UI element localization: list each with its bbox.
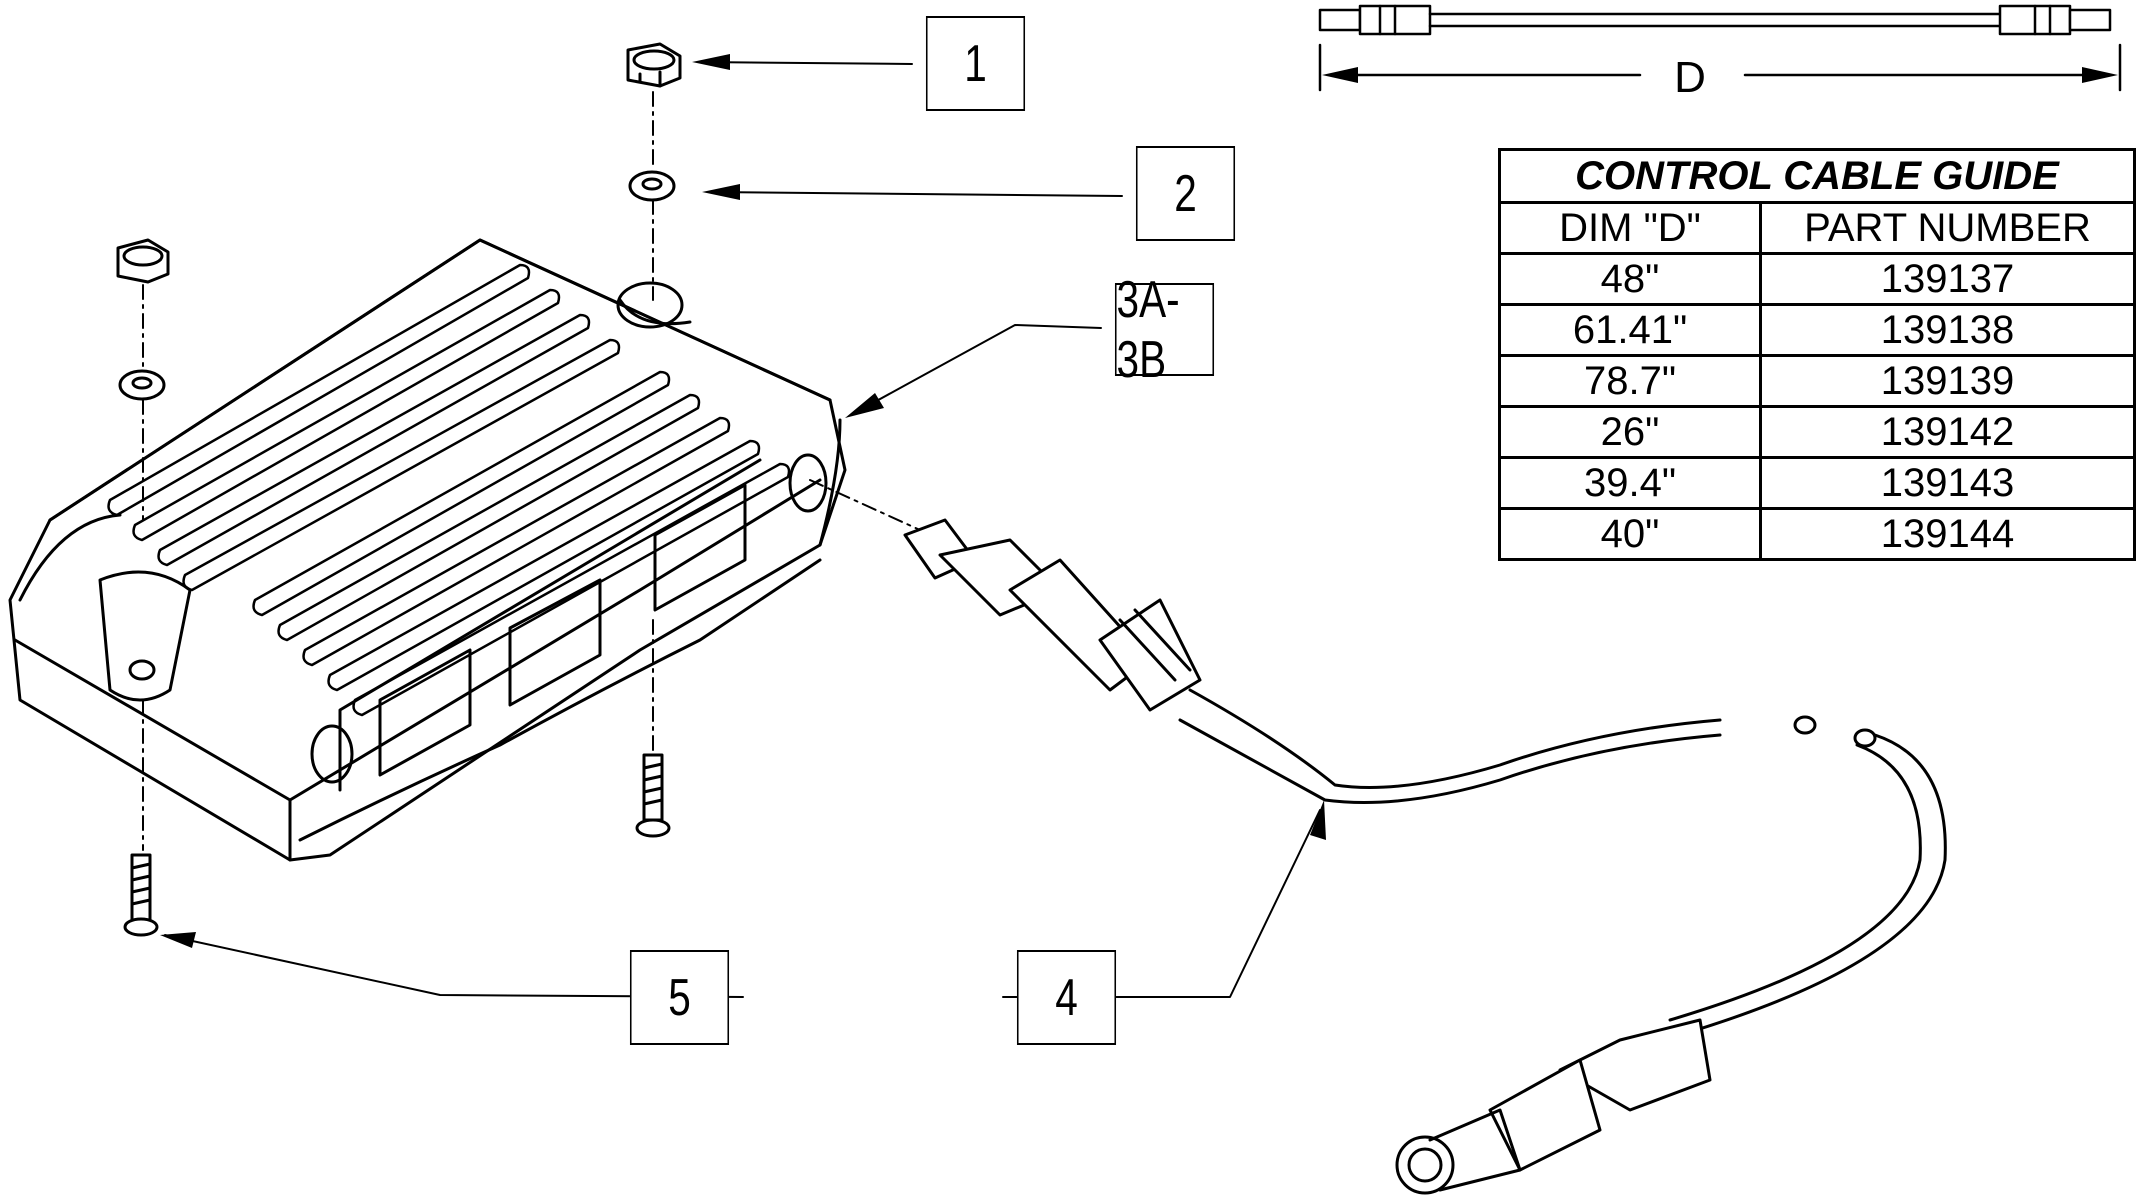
table-row: 48"139137 [1498,252,2136,306]
table-row: 78.7"139139 [1498,354,2136,408]
table-row: 40"139144 [1498,507,2136,561]
screw-item-5 [123,853,159,937]
dimension-arrowheads [1322,67,2118,83]
part-number-cell: 139139 [1759,354,2136,408]
dim-cell: 61.41" [1498,303,1762,357]
callout-1: 1 [925,16,1026,111]
washer-item-2 [628,170,676,202]
part-number-cell: 139137 [1759,252,2136,306]
controller-housing [8,238,847,862]
dim-cell: 26" [1498,405,1762,459]
control-cable-guide-table: CONTROL CABLE GUIDE DIM "D" PART NUMBER … [1498,148,2136,561]
cooling-fins [107,263,791,717]
assembly-center-lines [142,91,921,851]
table-row: 61.41"139138 [1498,303,2136,357]
part-number-cell: 139143 [1759,456,2136,510]
cable-dimension-drawing [1318,4,2122,92]
nut-left [116,238,170,284]
callout-5: 5 [629,950,730,1045]
dim-cell: 39.4" [1498,456,1762,510]
header-dim-d: DIM "D" [1498,201,1762,255]
dim-cell: 78.7" [1498,354,1762,408]
arrowheads [160,54,1326,948]
part-number-cell: 139144 [1759,507,2136,561]
dimension-label-d: D [1674,53,1706,102]
part-number-cell: 139138 [1759,303,2136,357]
table-row: 39.4"139143 [1498,456,2136,510]
cable-connector-bottom [1395,1018,1712,1195]
part-number-cell: 139142 [1759,405,2136,459]
callout-2: 2 [1135,146,1236,241]
header-part-number: PART NUMBER [1759,201,2136,255]
table-title: CONTROL CABLE GUIDE [1498,148,2136,204]
dim-cell: 40" [1498,507,1762,561]
screw-right [635,753,671,838]
callout-3a-3b: 3A-3B [1114,271,1215,389]
table-row: 26"139142 [1498,405,2136,459]
nut-item-1 [626,42,682,88]
dim-cell: 48" [1498,252,1762,306]
control-cable [1178,688,1947,1037]
cable-connector-top [903,518,1202,712]
callout-4: 4 [1016,950,1117,1045]
washer-left [118,369,166,401]
